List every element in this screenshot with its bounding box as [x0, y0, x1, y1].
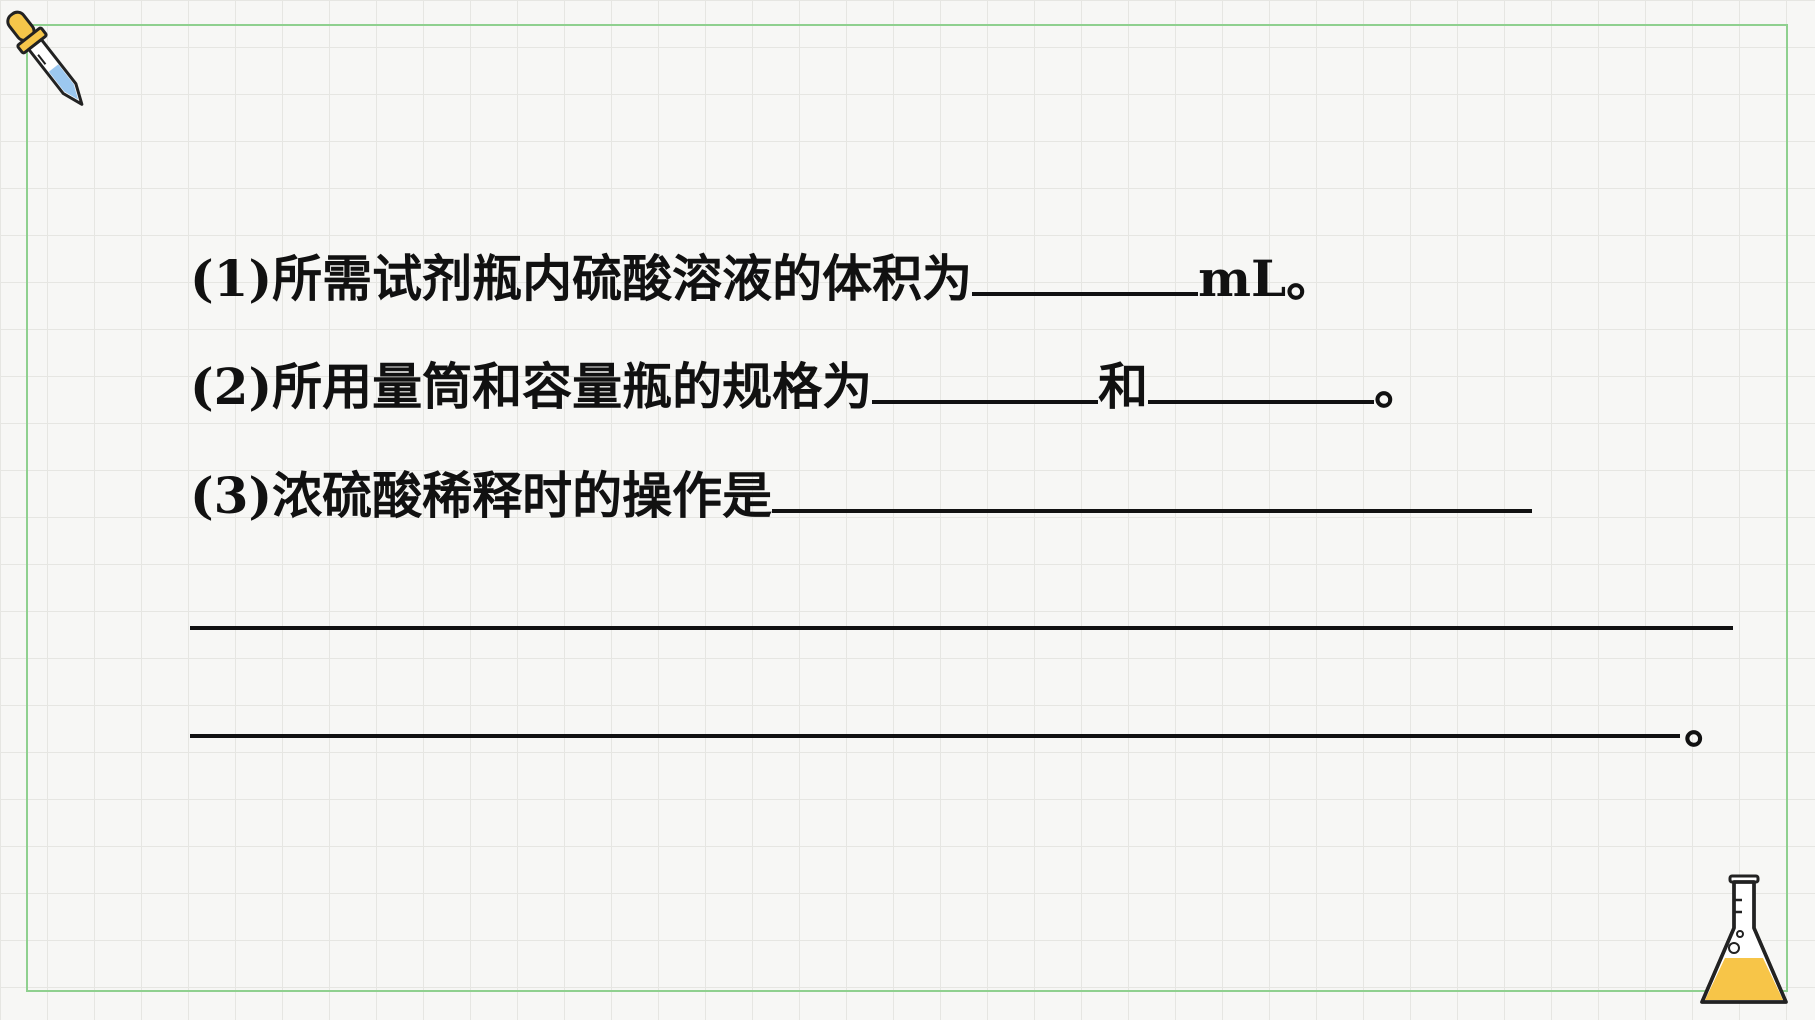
question-2-conjunction: 和: [1098, 357, 1149, 416]
answer-line-3b[interactable]: [190, 626, 1733, 630]
dropper-icon: [6, 10, 84, 106]
answer-blank-2b[interactable]: [1148, 356, 1375, 404]
question-3: (3)浓硫酸稀释时的操作是: [190, 465, 1533, 525]
question-2: (2)所用量筒和容量瓶的规格为 和 。: [190, 356, 1424, 416]
answer-blank-1[interactable]: [972, 248, 1199, 296]
flask-icon: [1700, 874, 1788, 1004]
question-1-text: (1)所需试剂瓶内硫酸溶液的体积为: [190, 249, 973, 308]
answer-line-3c[interactable]: [190, 734, 1680, 738]
question-2-text: (2)所用量筒和容量瓶的规格为: [190, 357, 873, 416]
answer-blank-2a[interactable]: [872, 356, 1099, 404]
question-1-unit: mL。: [1198, 249, 1337, 308]
page-frame: [26, 24, 1788, 992]
question-1: (1)所需试剂瓶内硫酸溶液的体积为 mL。: [190, 248, 1336, 308]
question-2-period: 。: [1374, 357, 1425, 416]
answer-blank-3a[interactable]: [772, 465, 1533, 513]
question-3-text: (3)浓硫酸稀释时的操作是: [190, 466, 773, 525]
final-period: 。: [1684, 696, 1734, 755]
